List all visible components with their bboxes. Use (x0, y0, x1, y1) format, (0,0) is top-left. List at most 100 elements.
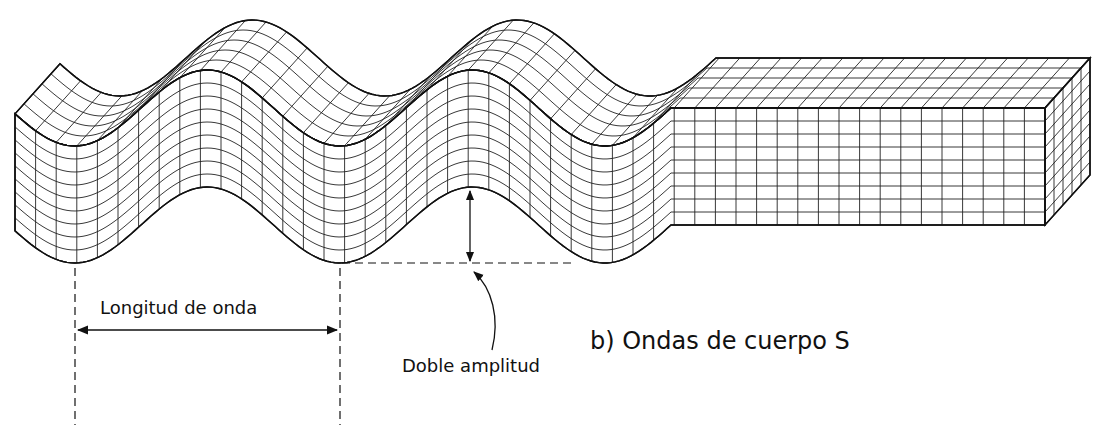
grid-line (1045, 162, 1090, 212)
grid-line (797, 108, 798, 225)
grid-line (76, 146, 77, 263)
grid-line (365, 139, 366, 256)
grid-line (118, 128, 119, 245)
grid-line (56, 92, 101, 142)
grid-line (880, 58, 925, 108)
grid-line (159, 92, 160, 209)
grid-line (221, 22, 266, 72)
figure-caption: b) Ondas de cuerpo S (588, 328, 852, 356)
grid-line (653, 123, 654, 240)
grid-line (1045, 136, 1090, 186)
grid-line (550, 119, 551, 236)
grid-line (654, 73, 699, 123)
grid-line (942, 108, 943, 225)
grid-line (921, 108, 922, 225)
grid-line (488, 73, 489, 190)
grid-line (241, 82, 242, 199)
block-edge (15, 70, 1045, 263)
grid-line (324, 93, 369, 143)
grid-line (571, 85, 616, 135)
amplitude-arrow (469, 191, 470, 261)
grid-line (942, 58, 987, 108)
grid-line (633, 138, 634, 255)
grid-line (551, 69, 596, 119)
grid-line (138, 110, 139, 227)
grid-line (97, 141, 98, 258)
grid-line (530, 50, 575, 100)
grid-line (1063, 88, 1064, 205)
grid-line (283, 66, 328, 116)
grid-line (1072, 78, 1073, 195)
grid-line (385, 126, 386, 243)
grid-line (406, 58, 451, 108)
grid-line (1045, 149, 1090, 199)
grid-line (365, 89, 410, 139)
grid-line (139, 60, 184, 110)
grid-line (200, 71, 201, 188)
grid-line (447, 76, 448, 193)
grid-line (839, 108, 840, 225)
grid-line (818, 108, 819, 225)
grid-line (242, 32, 287, 82)
grid-line (509, 34, 554, 84)
grid-line (612, 95, 657, 145)
grid-line (427, 90, 428, 207)
grid-line (179, 78, 180, 195)
grid-line (777, 108, 778, 225)
amplitude-label: Doble amplitud (400, 356, 542, 377)
grid-line (56, 142, 57, 259)
grid-line (1054, 98, 1055, 215)
grid-line (962, 108, 963, 225)
grid-line (695, 58, 740, 108)
grid-line (983, 58, 1028, 108)
grid-line (1045, 71, 1090, 121)
wavelength-guide (339, 268, 340, 425)
grid-line (1003, 108, 1004, 225)
leader-line (474, 272, 495, 350)
grid-line (468, 70, 469, 187)
grid-line (571, 135, 572, 252)
block-face (15, 70, 1045, 263)
grid-line (921, 58, 966, 108)
block-edge (1045, 58, 1090, 225)
grid-line (489, 23, 534, 73)
grid-line (757, 58, 802, 108)
wavelength-label: Longitud de onda (98, 298, 259, 319)
grid-line (200, 21, 245, 71)
grid-line (97, 91, 142, 141)
grid-line (1081, 68, 1082, 185)
grid-line (509, 84, 510, 201)
grid-line (1045, 110, 1090, 160)
grid-line (839, 58, 884, 108)
grid-line (715, 108, 716, 225)
grid-line (777, 58, 822, 108)
grid-line (530, 100, 531, 217)
annotations (75, 191, 575, 425)
grid-line (262, 98, 263, 215)
grid-line (694, 108, 695, 225)
grid-line (448, 26, 493, 76)
grid-line (35, 131, 36, 248)
grid-line (859, 108, 860, 225)
grid-line (900, 108, 901, 225)
grid-line (1004, 58, 1049, 108)
grid-line (282, 116, 283, 233)
grid-line (324, 143, 325, 260)
grid-line (303, 83, 348, 133)
grid-line (1024, 108, 1025, 225)
grid-line (591, 144, 592, 261)
grid-line (901, 58, 946, 108)
grid-line (427, 40, 472, 90)
grid-line (736, 108, 737, 225)
grid-line (818, 58, 863, 108)
grid-line (344, 146, 345, 263)
grid-line (736, 58, 781, 108)
wavelength-guide (74, 268, 75, 425)
grid-line (983, 108, 984, 225)
trough-baseline (342, 262, 575, 263)
grid-line (592, 94, 637, 144)
grid-line (303, 133, 304, 250)
grid-line (674, 58, 719, 108)
